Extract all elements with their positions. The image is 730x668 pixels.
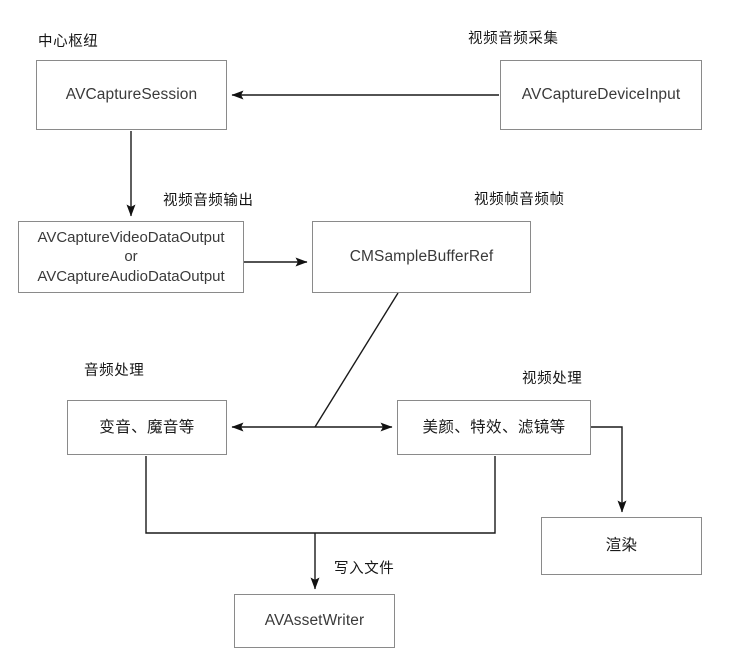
node-label: CMSampleBufferRef bbox=[349, 248, 494, 266]
caption-capture: 视频音频采集 bbox=[468, 31, 559, 47]
node-asset-writer[interactable]: AVAssetWriter bbox=[234, 594, 395, 648]
node-label: 渲染 bbox=[605, 537, 638, 555]
connector-video-to-writer bbox=[315, 456, 496, 534]
caption-audio-process: 音频处理 bbox=[84, 363, 145, 379]
node-capture-session[interactable]: AVCaptureSession bbox=[36, 60, 227, 130]
node-label: AVCaptureSession bbox=[65, 86, 198, 104]
node-sample-buffer[interactable]: CMSampleBufferRef bbox=[312, 221, 531, 293]
caption-hub: 中心枢纽 bbox=[38, 34, 99, 50]
node-label: 变音、魔音等 bbox=[99, 418, 195, 436]
connector-buffer-to-bus bbox=[314, 292, 399, 428]
caption-frames: 视频帧音频帧 bbox=[474, 192, 565, 208]
node-label: 美颜、特效、滤镜等 bbox=[422, 418, 566, 436]
connector-video-to-render bbox=[591, 426, 627, 513]
node-label: AVAssetWriter bbox=[264, 612, 365, 630]
caption-write-file: 写入文件 bbox=[334, 561, 395, 577]
caption-video-process: 视频处理 bbox=[522, 371, 583, 387]
caption-output: 视频音频输出 bbox=[163, 193, 254, 209]
connector-audio-to-writer bbox=[145, 456, 315, 534]
node-label: AVCaptureVideoDataOutput or AVCaptureAud… bbox=[37, 229, 225, 285]
node-capture-device-input[interactable]: AVCaptureDeviceInput bbox=[500, 60, 702, 130]
node-data-output[interactable]: AVCaptureVideoDataOutput or AVCaptureAud… bbox=[18, 221, 244, 293]
node-label: AVCaptureDeviceInput bbox=[521, 86, 681, 104]
node-video-processing[interactable]: 美颜、特效、滤镜等 bbox=[397, 400, 591, 455]
node-render[interactable]: 渲染 bbox=[541, 517, 702, 575]
node-audio-processing[interactable]: 变音、魔音等 bbox=[67, 400, 227, 455]
